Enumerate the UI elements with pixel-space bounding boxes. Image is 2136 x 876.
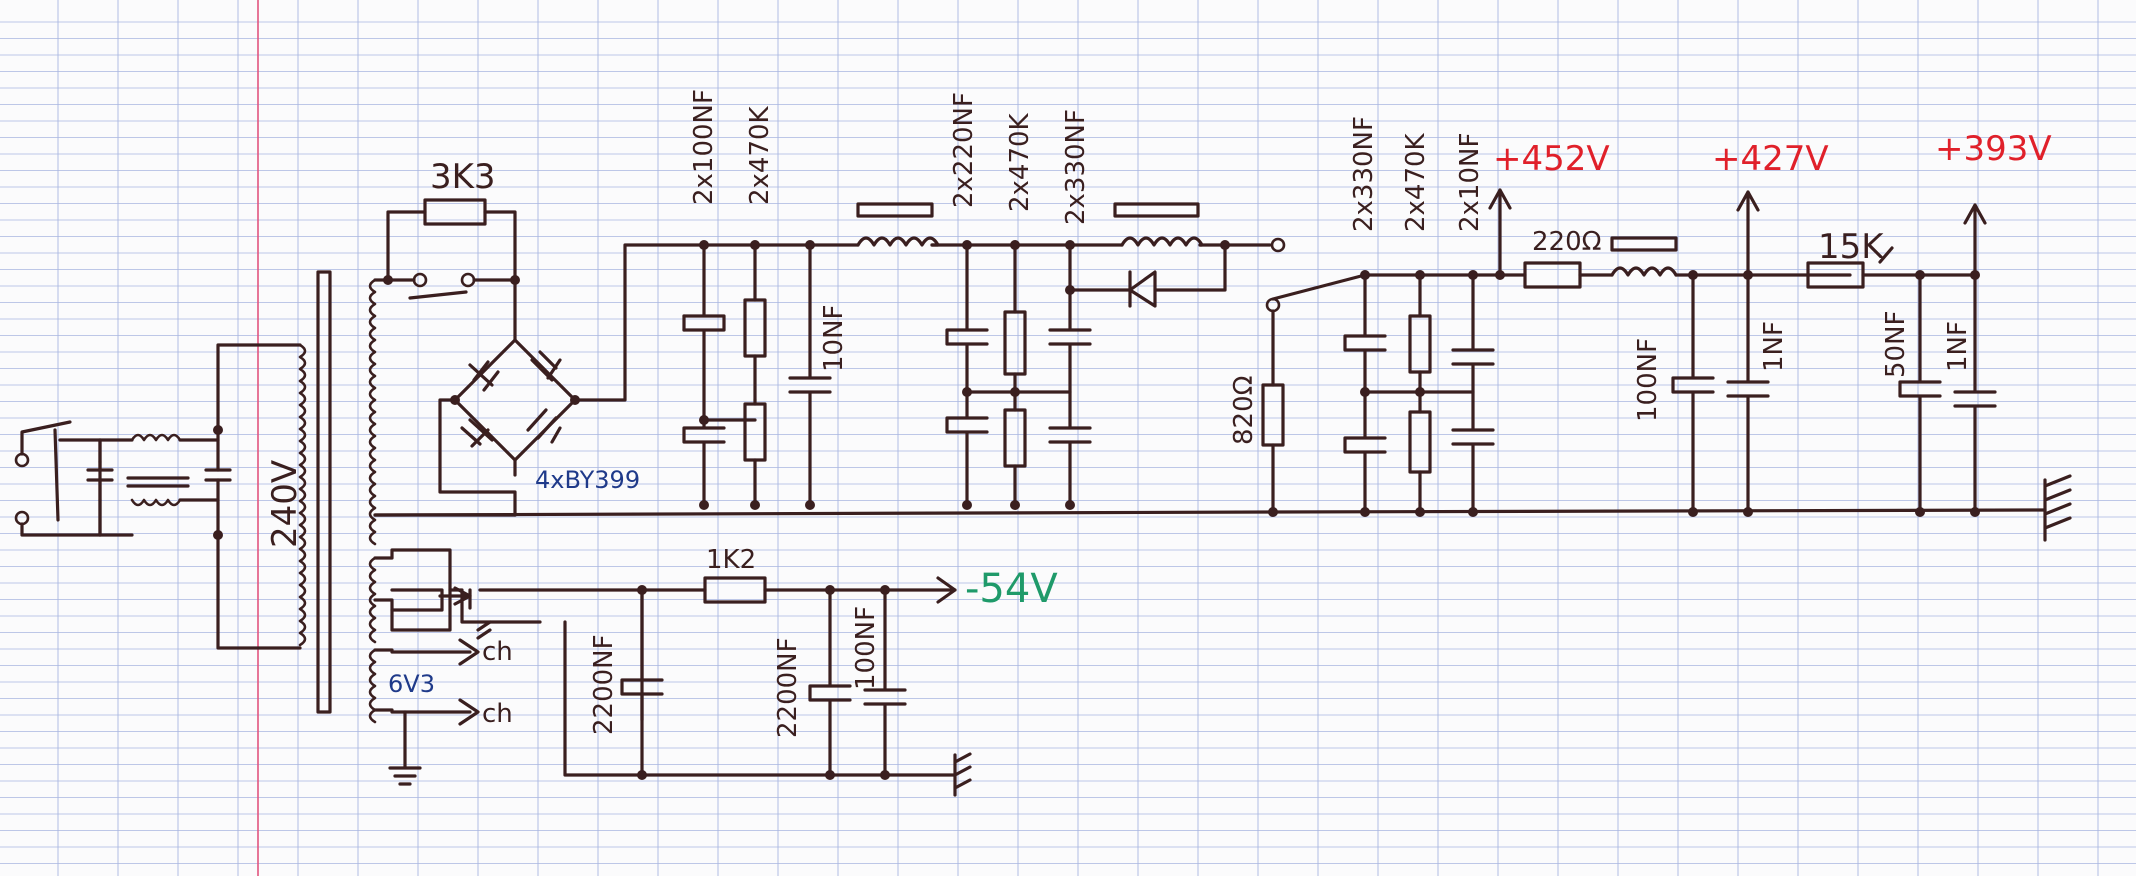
label-r-3k3: 3K3 (430, 157, 496, 197)
label-v-452: +452V (1493, 139, 1610, 179)
label-c-2200-1: 2200NF (589, 634, 619, 735)
label-c-100-mid: 100NF (1633, 338, 1663, 422)
component-labels: 3K3 240V 4xBY399 1K2 -54V 6V3 ch ch 2200… (265, 89, 2052, 738)
label-bridge: 4xBY399 (535, 466, 640, 494)
label-neg-54v: -54V (965, 566, 1058, 612)
main-transformer (298, 270, 377, 724)
filter-section-3 (1343, 188, 1997, 514)
mains-input (14, 343, 302, 650)
negative-supply (373, 548, 972, 797)
label-c-2x10: 2x10NF (1455, 133, 1485, 232)
circuit-drawing (14, 188, 2072, 797)
label-c-100-neg: 100NF (851, 606, 881, 690)
label-6v3: 6V3 (388, 670, 435, 698)
label-v-427: +427V (1712, 139, 1829, 179)
label-c-10: 10NF (819, 305, 849, 373)
label-r-15k: 15K (1818, 227, 1885, 267)
selector-and-820r (1261, 273, 1367, 517)
label-v-393: +393V (1935, 129, 2052, 169)
label-c-2x330-2: 2x330NF (1349, 116, 1379, 232)
label-c-1-a: 1NF (1759, 321, 1789, 372)
label-c-1-b: 1NF (1943, 321, 1973, 372)
label-r-2x470-2: 2x470K (1005, 112, 1035, 212)
ground-rails (373, 474, 2072, 542)
label-r-2x470-3: 2x470K (1401, 132, 1431, 232)
filter-section-1 (682, 202, 940, 507)
label-ch-2: ch (482, 699, 513, 729)
label-r-1k2: 1K2 (706, 545, 756, 575)
label-c-2x220: 2x220NF (949, 92, 979, 208)
label-c-2x100: 2x100NF (689, 89, 719, 205)
label-r-2x470-1: 2x470K (745, 105, 775, 205)
label-r-220: 220Ω (1532, 227, 1602, 257)
bridge-rectifier (373, 243, 702, 517)
label-c-50: 50NF (1881, 311, 1911, 379)
filter-section-2 (930, 202, 1286, 507)
label-ch-1: ch (482, 637, 513, 667)
heater-winding (373, 638, 480, 786)
label-r-820: 820Ω (1229, 376, 1259, 446)
label-c-2x330-1: 2x330NF (1061, 109, 1091, 225)
standby-switch (373, 198, 520, 342)
label-c-2200-2: 2200NF (773, 637, 803, 738)
label-240v: 240V (265, 460, 305, 548)
